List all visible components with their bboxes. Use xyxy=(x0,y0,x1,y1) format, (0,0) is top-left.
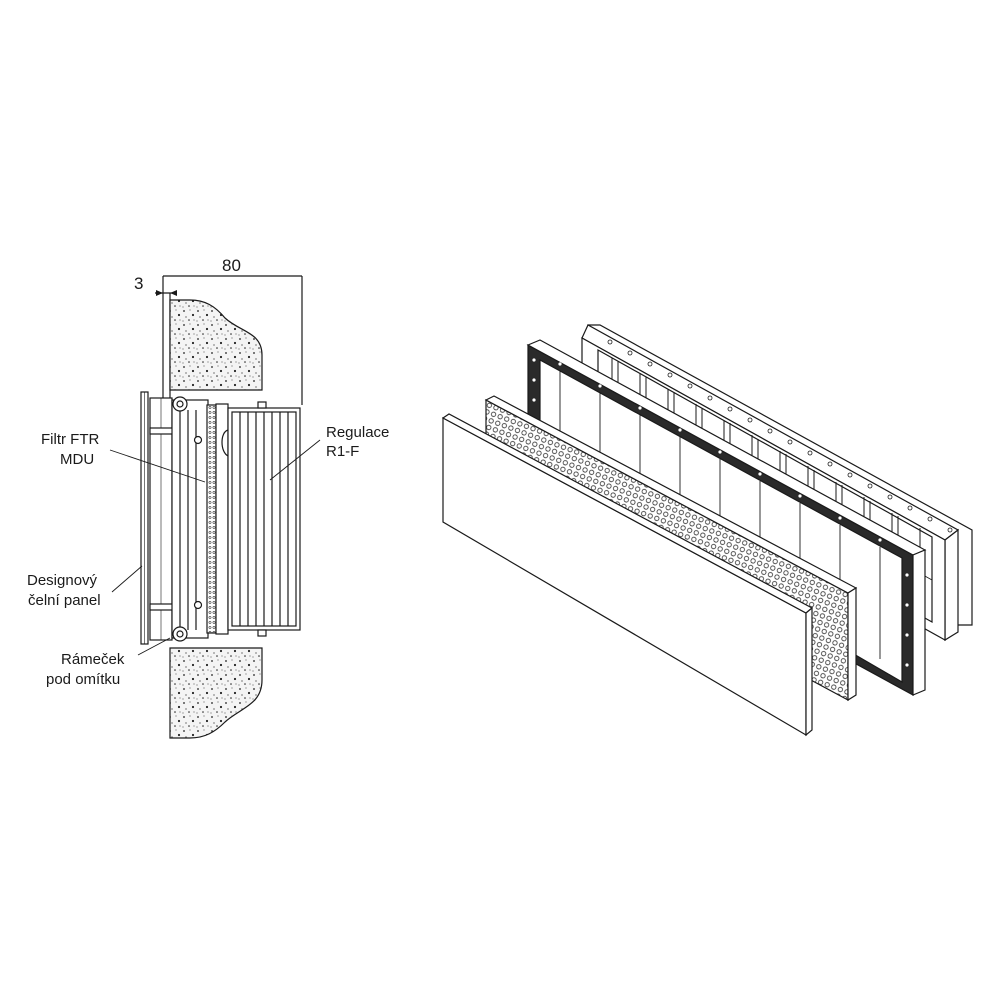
filter-housing xyxy=(171,399,209,639)
leader-lines xyxy=(109,439,321,656)
dimension-80-label: 80 xyxy=(222,256,241,275)
filter-label-line2: MDU xyxy=(60,451,94,468)
frame-label-line1: Rámeček xyxy=(61,651,125,668)
section-view xyxy=(109,275,321,739)
panel-label-line2: čelní panel xyxy=(28,592,101,609)
filter-perforation xyxy=(206,404,217,634)
dimension-3-label: 3 xyxy=(134,274,143,293)
panel-label-line1: Designový xyxy=(27,572,98,589)
frame-label-line2: pod omítku xyxy=(46,671,120,688)
wall-upper xyxy=(169,299,263,391)
wall-lower xyxy=(169,647,263,739)
exploded-view xyxy=(441,324,973,737)
regulation-label-line1: Regulace xyxy=(326,424,389,441)
front-panel-3d xyxy=(441,413,814,737)
filter-label-line1: Filtr FTR xyxy=(41,431,99,448)
damper-section xyxy=(227,401,301,637)
regulation-label-line2: R1-F xyxy=(326,443,359,460)
